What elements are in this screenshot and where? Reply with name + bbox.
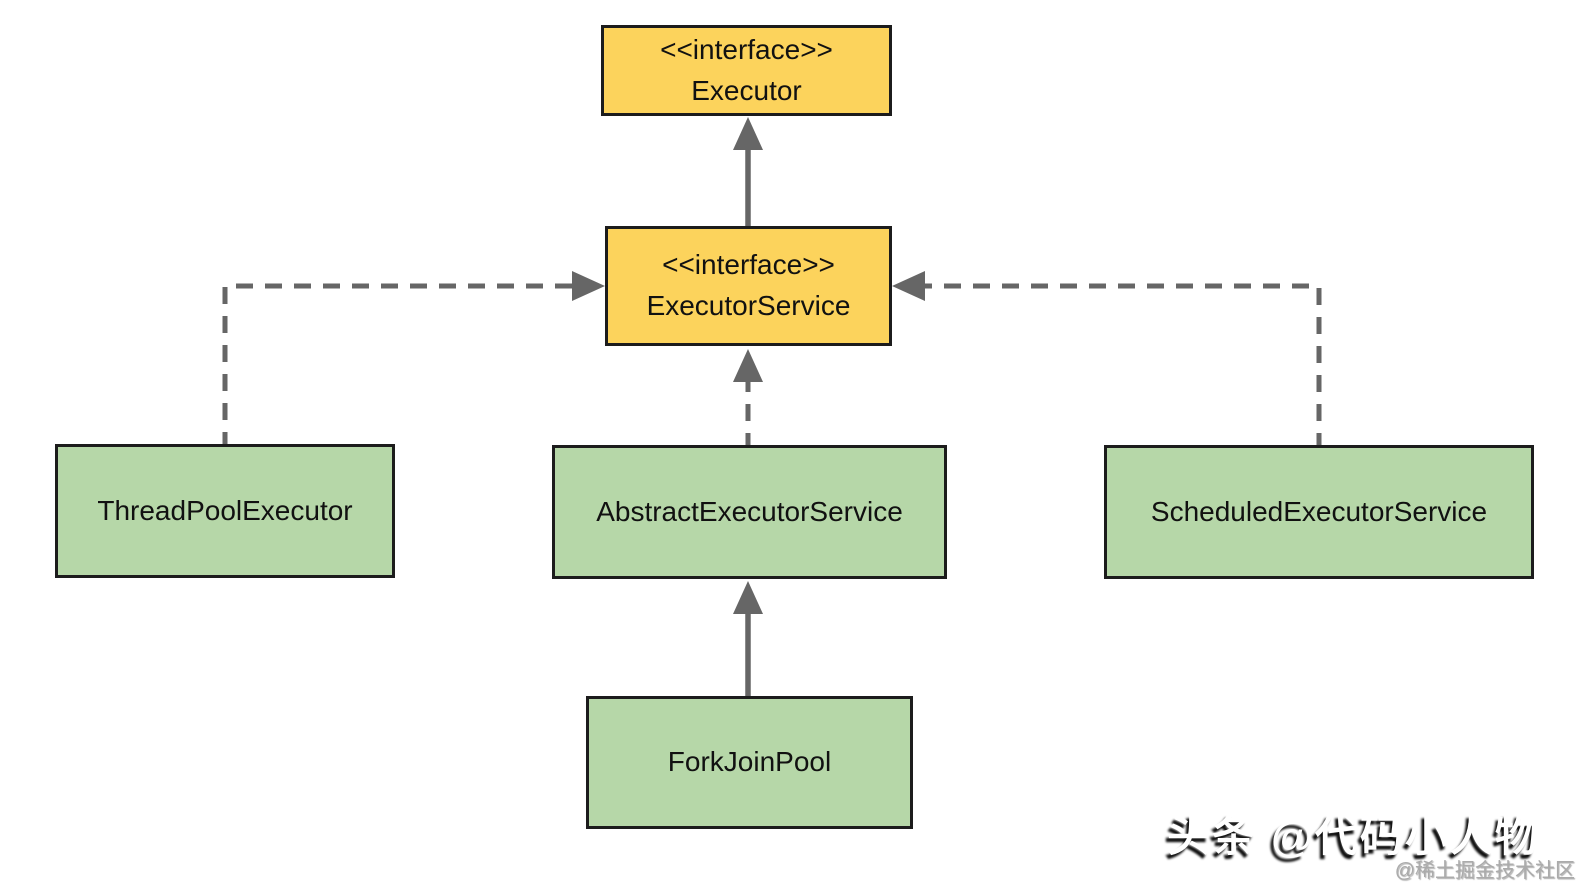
node-fork-join-pool-label: ForkJoinPool <box>667 746 832 778</box>
node-thread-pool-executor: ThreadPoolExecutor <box>55 444 395 578</box>
node-executor-service-label: ExecutorService <box>646 290 851 321</box>
node-executor-service-stereotype: <<interface>> <box>662 249 835 281</box>
watermark-main: 头条 @代码小人物 <box>1167 813 1540 861</box>
node-abstract-executor-service-label: AbstractExecutorService <box>596 495 903 527</box>
node-thread-pool-executor-label: ThreadPoolExecutor <box>97 494 353 526</box>
node-fork-join-pool: ForkJoinPool <box>586 696 913 829</box>
node-executor: <<interface>> Executor <box>601 25 892 116</box>
edge-threadpoolexecutor-to-executorservice <box>222 271 605 449</box>
node-executor-stereotype: <<interface>> <box>660 33 833 65</box>
node-scheduled-executor-service: ScheduledExecutorService <box>1104 445 1534 579</box>
edge-abstractexecutorservice-to-executorservice <box>733 349 763 450</box>
node-abstract-executor-service: AbstractExecutorService <box>552 445 947 579</box>
watermark-sub: @稀土掘金技术社区 <box>1394 860 1575 882</box>
node-executor-service: <<interface>> ExecutorService <box>605 226 892 346</box>
edge-scheduledexecutorservice-to-executorservice <box>892 271 1322 450</box>
node-scheduled-executor-service-label: ScheduledExecutorService <box>1150 495 1488 527</box>
edge-executorservice-to-executor <box>733 117 763 231</box>
node-executor-label: Executor <box>691 74 802 106</box>
edge-forkjoinpool-to-abstractexecutorservice <box>733 581 763 701</box>
